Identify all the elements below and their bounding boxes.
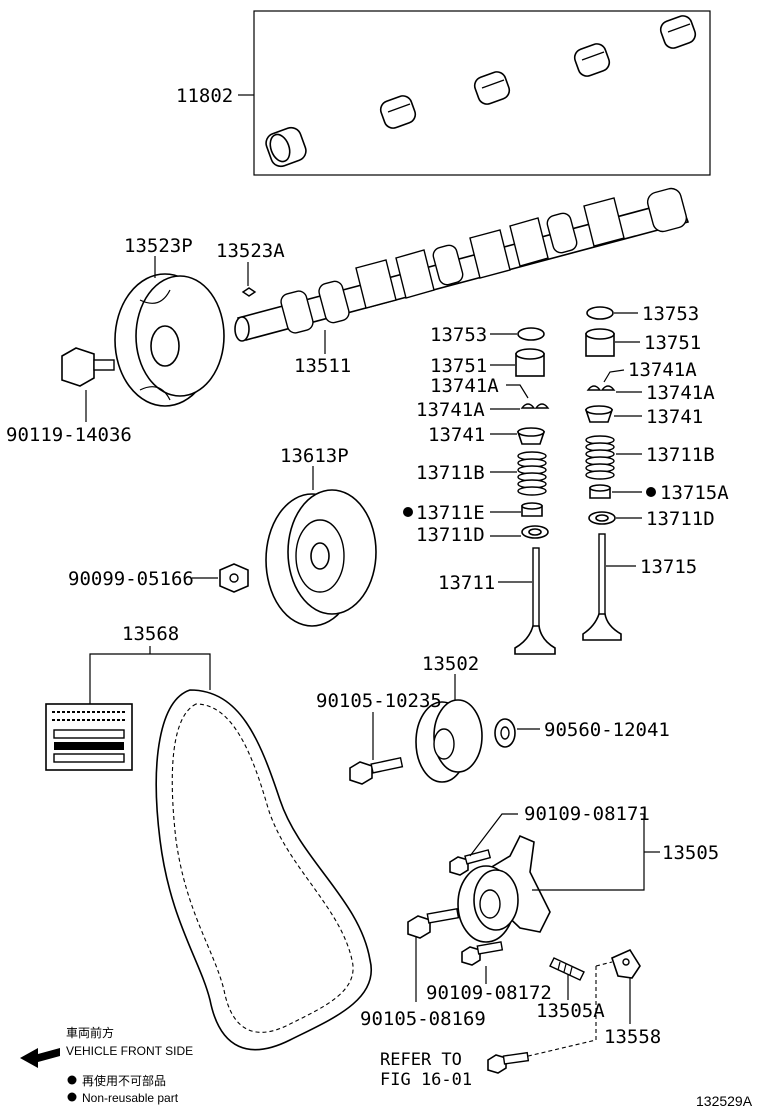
filled-dot-icon: [67, 1092, 77, 1102]
filled-dot-icon: [403, 507, 413, 517]
idler-group: 13502 90105-10235 90560-12041: [316, 653, 670, 785]
label-13505A: 13505A: [536, 1000, 605, 1022]
bolt-icon: [449, 849, 492, 876]
front-side-jp: 車両前方: [66, 1025, 114, 1040]
label-90099-05166: 90099-05166: [68, 568, 194, 590]
bolt-icon: [487, 1051, 530, 1074]
bolt-icon: [407, 908, 460, 939]
label-13523A: 13523A: [216, 240, 285, 262]
tensioner-group: 90109-08171 13505 90105-08169 90109-0817…: [360, 803, 719, 1074]
label-13741-left: 13741: [428, 424, 485, 446]
pulley-bolt-group: 90119-14036: [6, 347, 132, 446]
label-13741-right: 13741: [646, 406, 703, 428]
label-13753-left: 13753: [430, 324, 487, 346]
bearing-icon: [379, 95, 417, 129]
label-11802: 11802: [176, 85, 233, 107]
label-90105-10235: 90105-10235: [316, 690, 442, 712]
key-icon: [241, 287, 257, 297]
label-13741A-left-1: 13741A: [430, 375, 499, 397]
right-valve-stack: 13753 13751 13741A 13741A 13741 13711B 1…: [582, 303, 729, 641]
filled-dot-icon: [67, 1075, 77, 1085]
label-13711B-right: 13711B: [646, 444, 715, 466]
valve-spring-icon: [517, 451, 547, 496]
left-valve-stack: 13753 13751 13741A 13741A 13741 13711B 1…: [403, 324, 556, 655]
label-13751-right: 13751: [644, 332, 701, 354]
timing-belt-group: 13568: [45, 623, 373, 1051]
bolt-icon: [461, 941, 504, 966]
nut-group: 90099-05166: [68, 563, 249, 593]
arrow-left-icon: [20, 1048, 60, 1068]
shim-icon: [517, 327, 545, 341]
label-90109-08171: 90109-08171: [524, 803, 650, 825]
bearing-icon: [573, 43, 611, 77]
intake-valve-icon: [514, 547, 556, 655]
stud-icon: [549, 957, 585, 981]
label-13741A-right-2: 13741A: [646, 382, 715, 404]
nonreusable-en: Non-reusable part: [82, 1091, 179, 1105]
label-13715: 13715: [640, 556, 697, 578]
exhaust-valve-icon: [582, 533, 622, 641]
label-13505: 13505: [662, 842, 719, 864]
nonreusable-jp: 再使用不可部品: [82, 1073, 166, 1088]
label-90105-08169: 90105-08169: [360, 1008, 486, 1030]
label-13741A-right-1: 13741A: [628, 359, 697, 381]
label-13558: 13558: [604, 1026, 661, 1048]
keeper-icon: [520, 403, 550, 409]
label-13711E: 13711E: [416, 502, 485, 524]
label-13511: 13511: [294, 355, 351, 377]
filled-dot-icon: [646, 487, 656, 497]
refer-to-line1: REFER TO: [380, 1050, 462, 1070]
belt-icon: [155, 689, 373, 1051]
bearing-box: [253, 10, 711, 176]
refer-to-line2: FIG 16-01: [380, 1070, 472, 1090]
bearing-set-group: 11802: [176, 10, 711, 176]
label-90119-14036: 90119-14036: [6, 424, 132, 446]
bearing-icon: [473, 71, 511, 105]
bearing-icon: [659, 15, 697, 49]
label-13523P: 13523P: [124, 235, 193, 257]
label-90109-08172: 90109-08172: [426, 982, 552, 1004]
label-13711: 13711: [438, 572, 495, 594]
label-90560-12041: 90560-12041: [544, 719, 670, 741]
bolt-icon: [61, 347, 95, 387]
label-13711D-right: 13711D: [646, 508, 715, 530]
shim-icon: [586, 306, 614, 320]
legend: 車両前方 VEHICLE FRONT SIDE 再使用不可部品 Non-reus…: [20, 1025, 193, 1105]
bolt-icon: [349, 757, 404, 785]
label-13568: 13568: [122, 623, 179, 645]
bearing-icon: [265, 126, 307, 168]
pulley-13613P-group: 13613P: [265, 445, 377, 627]
label-13715A: 13715A: [660, 482, 729, 504]
camshaft-group: 13511: [234, 187, 690, 377]
label-13741A-left-2: 13741A: [416, 399, 485, 421]
label-13711D-left: 13711D: [416, 524, 485, 546]
bracket-icon: [611, 948, 641, 979]
label-13613P: 13613P: [280, 445, 349, 467]
camshaft-pulley-group: 13523P 13523A: [114, 235, 285, 407]
keeper-icon: [586, 385, 616, 391]
label-13753-right: 13753: [642, 303, 699, 325]
label-13711B-left: 13711B: [416, 462, 485, 484]
belt-label-tag-icon: [45, 703, 133, 771]
label-13751-left: 13751: [430, 355, 487, 377]
label-13502: 13502: [422, 653, 479, 675]
valve-spring-icon: [585, 435, 615, 480]
figure-id: 132529A: [696, 1093, 753, 1109]
front-side-en: VEHICLE FRONT SIDE: [66, 1044, 193, 1058]
